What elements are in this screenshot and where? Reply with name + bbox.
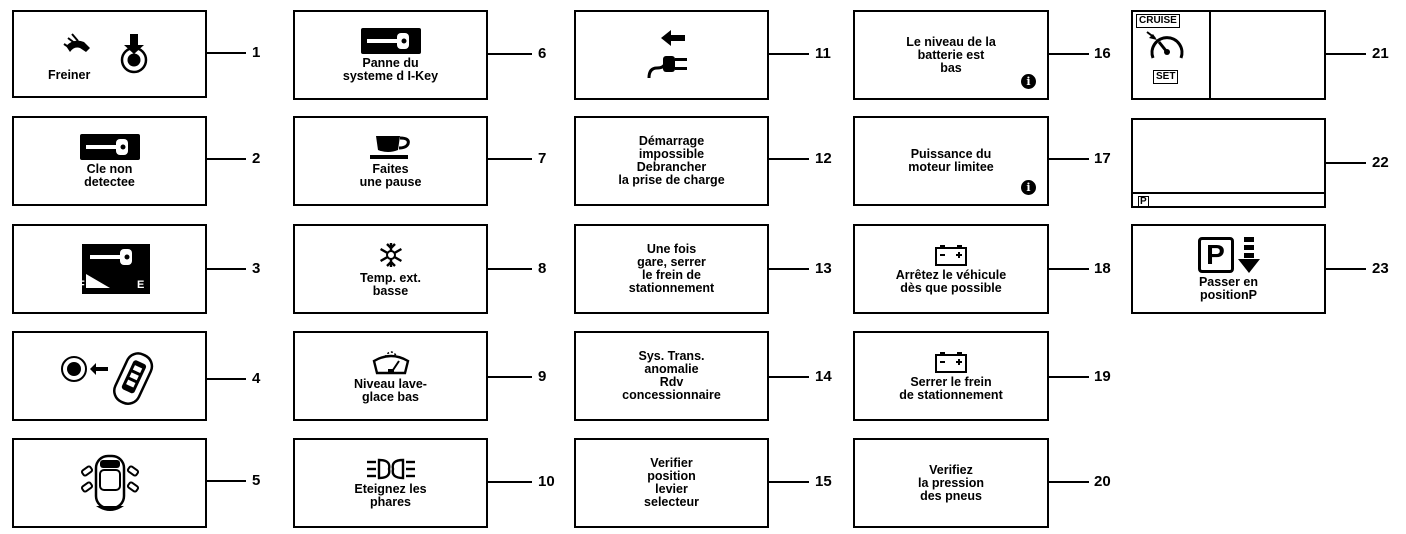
panel-16-label: Le niveau de la batterie est bas: [906, 34, 996, 75]
panel-14-label: Sys. Trans. anomalie Rdv concessionnaire: [622, 349, 721, 402]
message-panel-1: Freiner: [12, 10, 207, 98]
panel-18-label: Arrêtez le véhicule dès que possible: [895, 267, 1007, 295]
label-number-16: 16: [1094, 45, 1111, 62]
coffee-cup-icon: [369, 135, 410, 159]
message-panel-14: Sys. Trans. anomalie Rdv concessionnaire: [574, 331, 769, 421]
label-number-11: 11: [815, 45, 831, 62]
panel-9-label: Niveau lave- glace bas: [354, 376, 427, 404]
label-number-20: 20: [1094, 473, 1111, 490]
panel-19-label: Serrer le frein de stationnement: [899, 374, 1003, 402]
message-panel-9: Niveau lave- glace bas: [293, 331, 488, 421]
message-panel-11: [574, 10, 769, 100]
panel-10-label: Eteignez les phares: [354, 481, 427, 509]
charging-plug-icon: [647, 30, 687, 79]
cruise-gauge-icon: [1146, 31, 1184, 59]
panel-6-label: Panne du systeme d I-Key: [342, 55, 439, 83]
message-panel-21: CRUISE SET: [1131, 10, 1326, 100]
label-number-19: 19: [1094, 368, 1111, 385]
message-panel-6: Panne du systeme d I-Key: [293, 10, 488, 100]
message-panel-17: Puissance du moteur limitee i: [853, 116, 1049, 206]
panel-17-label: Puissance du moteur limitee: [908, 147, 994, 174]
battery-icon: [935, 244, 967, 266]
panel-13-label: Une fois gare, serrer le frein de statio…: [628, 242, 715, 295]
label-number-23: 23: [1372, 260, 1389, 277]
park-shift-icon: P: [1197, 236, 1234, 273]
message-panel-15: Verifier position levier selecteur: [574, 438, 769, 528]
cruise-label: CRUISE: [1136, 14, 1180, 28]
message-panel-12: Démarrage impossible Debrancher la prise…: [574, 116, 769, 206]
label-number-21: 21: [1372, 45, 1389, 62]
message-panel-19: Serrer le frein de stationnement: [853, 331, 1049, 421]
key-icon: [360, 27, 421, 54]
label-number-2: 2: [252, 150, 261, 167]
snowflake-icon: [379, 242, 402, 267]
panel-23-label: Passer en positionP: [1198, 274, 1259, 302]
label-number-15: 15: [815, 473, 832, 490]
message-panel-2: Cle non detectee: [12, 116, 207, 206]
label-number-12: 12: [815, 150, 832, 167]
panel-7-label: Faites une pause: [359, 161, 422, 189]
message-panel-23: P Passer en positionP: [1131, 224, 1326, 314]
gauge-e-label: E: [137, 279, 144, 291]
label-number-6: 6: [538, 45, 547, 62]
label-number-4: 4: [252, 370, 261, 387]
panel-12-label: Démarrage impossible Debrancher la prise…: [618, 134, 725, 187]
panel-2-label: Cle non detectee: [84, 161, 135, 189]
message-panel-3: F E: [12, 224, 207, 314]
message-panel-10: Eteignez les phares: [293, 438, 488, 528]
label-number-5: 5: [252, 472, 261, 489]
message-panel-16: Le niveau de la batterie est bas i: [853, 10, 1049, 100]
message-panel-8: Temp. ext. basse: [293, 224, 488, 314]
message-panel-22: P: [1131, 118, 1326, 208]
info-icon: i: [1021, 74, 1036, 89]
battery-icon: [935, 351, 967, 373]
label-number-9: 9: [538, 368, 547, 385]
park-indicator-icon: P: [1138, 196, 1149, 207]
gauge-f-label: F: [78, 279, 85, 291]
label-number-14: 14: [815, 368, 832, 385]
washer-fluid-icon: [372, 350, 409, 374]
key-battery-gauge-icon: F E: [78, 244, 150, 294]
message-panel-5: [12, 438, 207, 528]
panel-1-label: Freiner: [48, 68, 91, 82]
label-number-18: 18: [1094, 260, 1111, 277]
label-number-10: 10: [538, 473, 555, 490]
arrow-down-icon: [1237, 236, 1260, 273]
label-number-3: 3: [252, 260, 261, 277]
message-panel-13: Une fois gare, serrer le frein de statio…: [574, 224, 769, 314]
label-number-13: 13: [815, 260, 832, 277]
message-panel-20: Verifiez la pression des pneus: [853, 438, 1049, 528]
brake-foot-icon: [62, 32, 147, 73]
label-number-8: 8: [538, 260, 547, 277]
panel-20-label: Verifiez la pression des pneus: [918, 462, 984, 503]
headlights-icon: [366, 458, 415, 479]
label-number-1: 1: [252, 44, 261, 61]
label-number-22: 22: [1372, 154, 1389, 171]
info-icon: i: [1021, 180, 1036, 195]
message-panel-4: [12, 331, 207, 421]
door-open-car-icon: [80, 454, 140, 511]
set-label: SET: [1153, 70, 1179, 84]
panel-15-label: Verifier position levier selecteur: [644, 456, 699, 509]
panel-8-label: Temp. ext. basse: [360, 270, 421, 298]
message-panel-7: Faites une pause: [293, 116, 488, 206]
label-number-17: 17: [1094, 150, 1111, 167]
key-icon: [79, 133, 140, 160]
key-fob-to-button-icon: [61, 352, 154, 405]
label-number-7: 7: [538, 150, 547, 167]
message-panel-18: Arrêtez le véhicule dès que possible: [853, 224, 1049, 314]
